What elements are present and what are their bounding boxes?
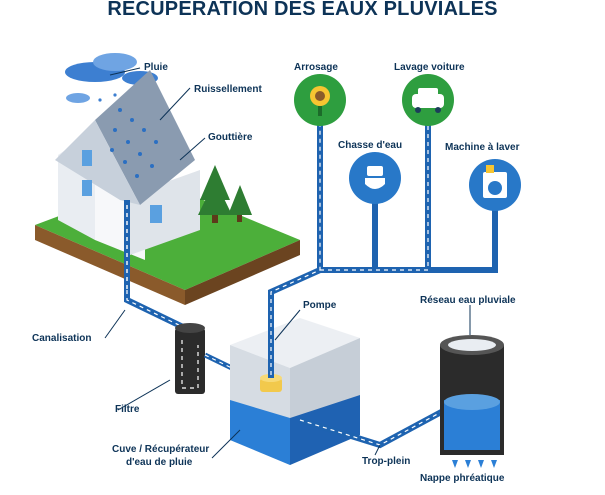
filter-tank (175, 323, 205, 394)
roof-drops (110, 108, 158, 178)
toilet-icon (365, 166, 385, 189)
car-icon (412, 88, 444, 113)
label-arrosage: Arrosage (294, 62, 338, 73)
label-machine: Machine à laver (445, 142, 520, 153)
distribution-pipes (268, 120, 498, 378)
label-cuve-line1: Cuve / Récupérateur (112, 444, 209, 455)
infiltration-arrows (452, 460, 497, 468)
label-nappe: Nappe phréatique (420, 473, 505, 484)
label-chasse: Chasse d'eau (338, 140, 402, 151)
watering-use (294, 74, 346, 126)
leader-lines (104, 67, 471, 459)
sunflower-icon (310, 86, 330, 116)
label-cuve-line2: d'eau de pluie (126, 457, 193, 468)
tree-icon (198, 165, 252, 223)
downpipe (124, 200, 130, 295)
label-gouttiere: Gouttière (208, 132, 253, 143)
house (55, 70, 200, 260)
washing-machine-icon (483, 165, 507, 198)
label-pompe: Pompe (303, 300, 337, 311)
rain-cloud-icon (65, 53, 158, 103)
rainwater-tank (230, 318, 360, 465)
label-ruissellement: Ruissellement (194, 84, 262, 95)
car-wash-use (402, 74, 454, 126)
label-trop-plein: Trop-plein (362, 456, 410, 467)
washing-machine-use (469, 159, 521, 211)
label-filtre: Filtre (115, 404, 140, 415)
canalisation-pipe (124, 290, 187, 331)
diagram-title: RÉCUPÉRATION DES EAUX PLUVIALES (107, 0, 498, 20)
rainwater-network-reservoir (440, 335, 504, 455)
label-reseau: Réseau eau pluviale (420, 295, 516, 306)
label-pluie: Pluie (144, 62, 168, 73)
label-canalisation: Canalisation (32, 333, 91, 344)
label-lavage: Lavage voiture (394, 62, 465, 73)
toilet-use (349, 152, 401, 204)
